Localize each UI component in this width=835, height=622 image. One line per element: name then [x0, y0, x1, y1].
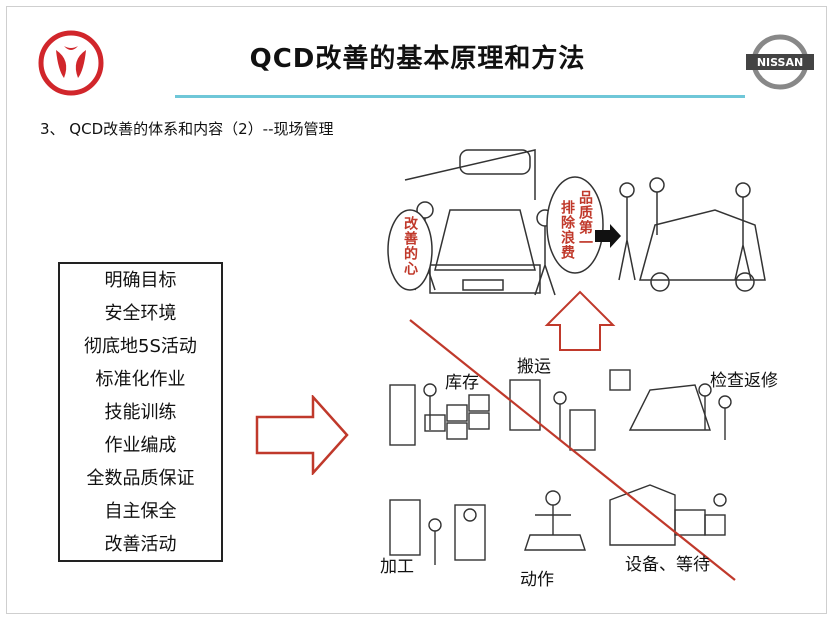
- section-subtitle: 3、 QCD改善的体系和内容（2）--现场管理: [40, 120, 334, 138]
- label-transport: 搬运: [517, 357, 551, 377]
- arrow-right-icon: [255, 395, 349, 475]
- title-underline: [175, 95, 745, 98]
- bubble-label-eliminate-waste: 排除浪费: [559, 200, 575, 260]
- list-item: 自主保全: [104, 501, 177, 522]
- list-item: 全数品质保证: [86, 468, 195, 489]
- label-processing: 加工: [380, 557, 414, 577]
- nissan-logo-text: NISSAN: [757, 56, 803, 69]
- bubble-label-improvement: 改善的心: [402, 216, 418, 276]
- list-item: 改善活动: [104, 534, 177, 555]
- slide-frame: [6, 6, 827, 614]
- list-item: 彻底地5S活动: [84, 336, 197, 357]
- measure-list: 明确目标 安全环境 彻底地5S活动 标准化作业 技能训练 作业编成 全数品质保证…: [58, 262, 223, 562]
- label-motion: 动作: [520, 570, 554, 590]
- list-item: 技能训练: [104, 402, 177, 423]
- dongfeng-logo-icon: [38, 30, 104, 96]
- page-title: QCD改善的基本原理和方法: [249, 44, 586, 74]
- factory-illustration: [387, 149, 766, 581]
- nissan-logo-icon: NISSAN: [746, 34, 814, 90]
- label-inspection: 检查返修: [710, 371, 778, 391]
- list-item: 明确目标: [104, 270, 177, 291]
- illustration-area: 改善的心 品质第一 排除浪费 库存 搬运 检查返修 加工 动作 设备、等待: [375, 140, 810, 600]
- list-item: 作业编成: [104, 435, 177, 456]
- list-item: 标准化作业: [95, 369, 186, 390]
- bubble-label-quality-first: 品质第一: [577, 190, 593, 250]
- label-equipment-wait: 设备、等待: [625, 555, 710, 575]
- list-item: 安全环境: [104, 303, 177, 324]
- label-inventory: 库存: [445, 373, 479, 393]
